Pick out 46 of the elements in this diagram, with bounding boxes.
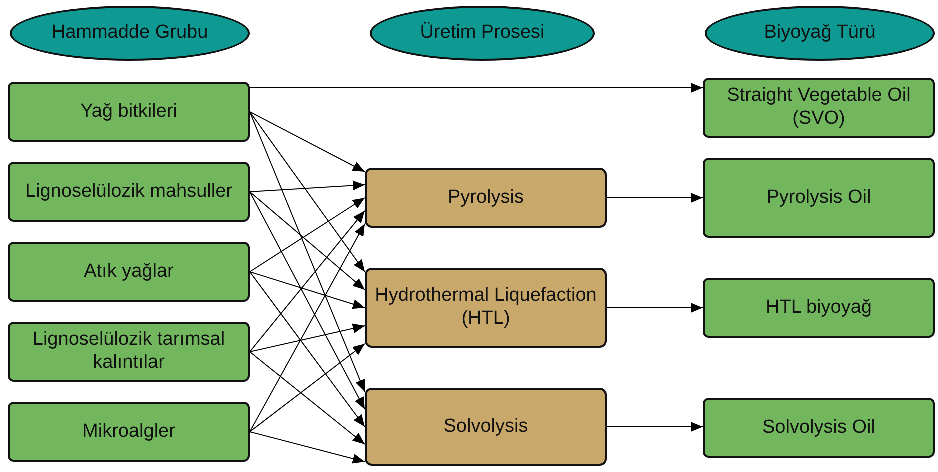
node-label: Straight Vegetable Oil (SVO) [726, 85, 912, 131]
arrow [250, 192, 366, 290]
arrow [250, 180, 366, 192]
arrow [250, 352, 366, 445]
arrow [250, 224, 366, 432]
node-label: Pyrolysis [446, 186, 525, 210]
arrow [250, 344, 366, 432]
arrow [250, 192, 366, 410]
arrow [606, 422, 704, 432]
process-box [365, 168, 607, 228]
node-label: HTL biyoyağ [765, 296, 873, 320]
arrow [250, 272, 366, 428]
node-label: Lignoselülozik mahsuller [24, 180, 234, 204]
node-label: Yağ bitkileri [80, 100, 178, 124]
node-label: Atık yağlar [83, 260, 175, 284]
node-label: Üretim Prosesi [419, 22, 546, 45]
feedstock-box [8, 242, 250, 302]
arrow [250, 112, 366, 392]
node-label: Hammadde Grubu [50, 22, 210, 45]
arrow [606, 303, 704, 313]
node-label: Solvolysis [442, 416, 530, 438]
feedstock-box [8, 162, 250, 222]
arrow [250, 210, 366, 352]
product-box [703, 398, 935, 458]
arrow [250, 432, 366, 464]
process-box [365, 388, 607, 466]
node-label: Biyoyağ Türü [763, 22, 877, 45]
node-label: Hydrothermal Liquefaction (HTL) [374, 285, 598, 331]
node-label: Lignoselülozik tarımsal kalıntılar [32, 329, 226, 375]
arrow [250, 83, 704, 93]
process-box [365, 268, 607, 348]
arrow [250, 272, 366, 310]
feedstock-box [8, 82, 250, 142]
node-label: Solvolysis Oil [762, 416, 876, 440]
arrow [250, 198, 366, 272]
node-label: Pyrolysis Oil [766, 186, 872, 210]
node-label: Mikroalgler [82, 420, 176, 444]
arrow [250, 112, 366, 272]
arrow [250, 112, 366, 172]
feedstock-box [8, 322, 250, 382]
product-box [703, 158, 935, 238]
feedstock-box [8, 402, 250, 462]
product-box [703, 78, 935, 138]
arrow [606, 193, 704, 203]
arrow [250, 324, 366, 352]
product-box [703, 278, 935, 338]
